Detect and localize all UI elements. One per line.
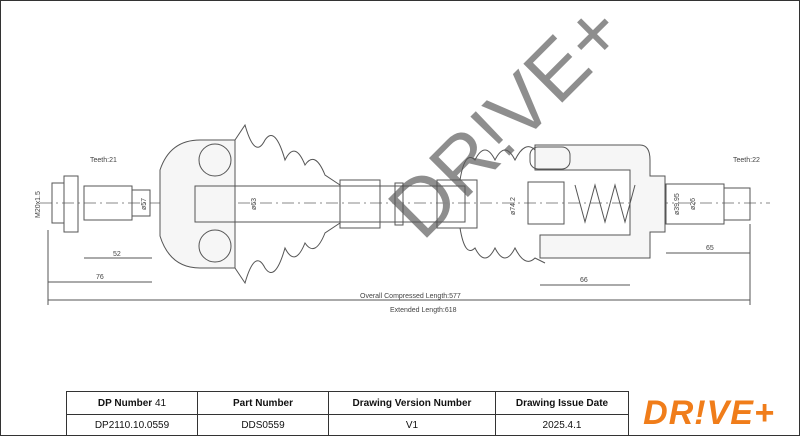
version-value: V1 — [328, 414, 496, 436]
teeth-right: Teeth:22 — [733, 157, 760, 164]
drive-shaft-drawing: DR!VE+ 52 76 66 65 Teeth:21 Teeth:22 M20… — [35, 0, 770, 314]
dia-26: ø26 — [690, 198, 697, 210]
watermark: DR!VE+ — [372, 0, 641, 254]
teeth-left: Teeth:21 — [90, 157, 117, 164]
dia-57: ø57 — [141, 198, 148, 210]
extended-length: Extended Length:618 — [390, 307, 457, 314]
dp-number-value: DP2110.10.0559 — [66, 414, 198, 436]
dia-63: ø63 — [251, 198, 258, 210]
dp-label: DP Number — [97, 397, 153, 409]
date-header: Drawing Issue Date — [495, 391, 629, 415]
date-value: 2025.4.1 — [495, 414, 629, 436]
dia-74: ø74.2 — [510, 197, 517, 215]
dp-num: 41 — [154, 397, 167, 409]
dim-66: 66 — [580, 277, 588, 284]
version-header: Drawing Version Number — [328, 391, 496, 415]
compressed-length: Overall Compressed Length:577 — [360, 293, 461, 300]
dim-52: 52 — [113, 251, 121, 258]
part-number-value: DDS0559 — [197, 414, 329, 436]
title-block: DP Number 41 Part Number Drawing Version… — [66, 391, 629, 436]
dim-76: 76 — [96, 274, 104, 281]
thread-label: M20x1.5 — [35, 191, 42, 218]
dp-number-header: DP Number 41 — [66, 391, 198, 415]
part-number-header: Part Number — [197, 391, 329, 415]
dia-39: ø39.95 — [674, 193, 681, 215]
drive-logo: DR!VE+ — [643, 393, 775, 432]
dim-65: 65 — [706, 245, 714, 252]
